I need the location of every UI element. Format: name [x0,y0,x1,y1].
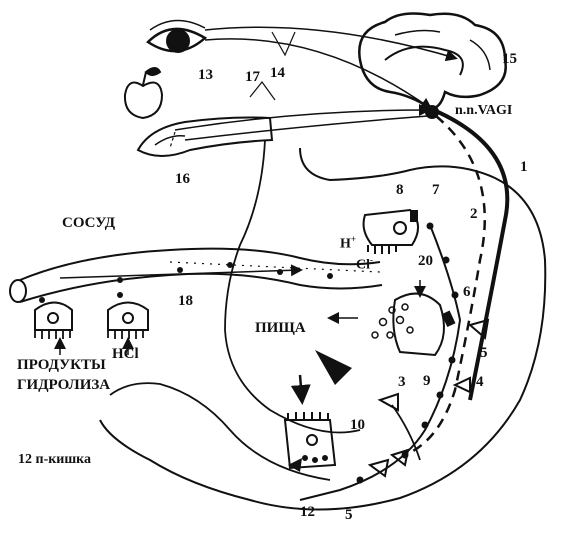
label-8: 8 [396,182,404,198]
label-hydrolysis-1: ПРОДУКТЫ [17,357,106,373]
cell-10 [283,412,337,470]
apple-icon [123,67,164,120]
label-9: 9 [423,373,431,389]
cell-9 [392,292,445,357]
label-17: 17 [245,69,260,85]
label-20: 20 [418,253,433,269]
label-4: 4 [476,374,484,390]
label-food: ПИЩА [255,320,306,336]
label-2: 2 [470,206,478,222]
label-13: 13 [198,67,213,83]
label-7: 7 [432,182,440,198]
label-15: 15 [502,51,517,67]
label-cl: Cl- [356,255,373,273]
label-vagi: n.n.VAGI [455,103,513,118]
label-hcl: HCl [112,346,139,362]
label-duodenum: 12 п-кишка [18,452,92,467]
label-12: 12 [300,504,315,520]
label-16: 16 [175,171,190,187]
cell-18 [107,301,149,339]
vessel-tube [9,247,383,303]
label-14: 14 [270,65,285,81]
label-3: 3 [398,374,406,390]
label-vessel: СОСУД [62,215,116,231]
label-hplus: H+ [340,234,357,252]
label-6: 6 [463,284,471,300]
label-1: 1 [520,159,528,175]
label-10: 10 [350,417,365,433]
label-hydrolysis-2: ГИДРОЛИЗА [17,377,111,393]
label-5b: 5 [345,507,353,523]
label-18: 18 [178,293,193,309]
eye-icon [146,19,208,53]
label-5a: 5 [480,345,488,361]
cell-8-parietal [362,208,419,254]
cell-hydrolysis [34,301,73,339]
stomach-outline [99,139,547,511]
tongue-icon [136,116,274,157]
